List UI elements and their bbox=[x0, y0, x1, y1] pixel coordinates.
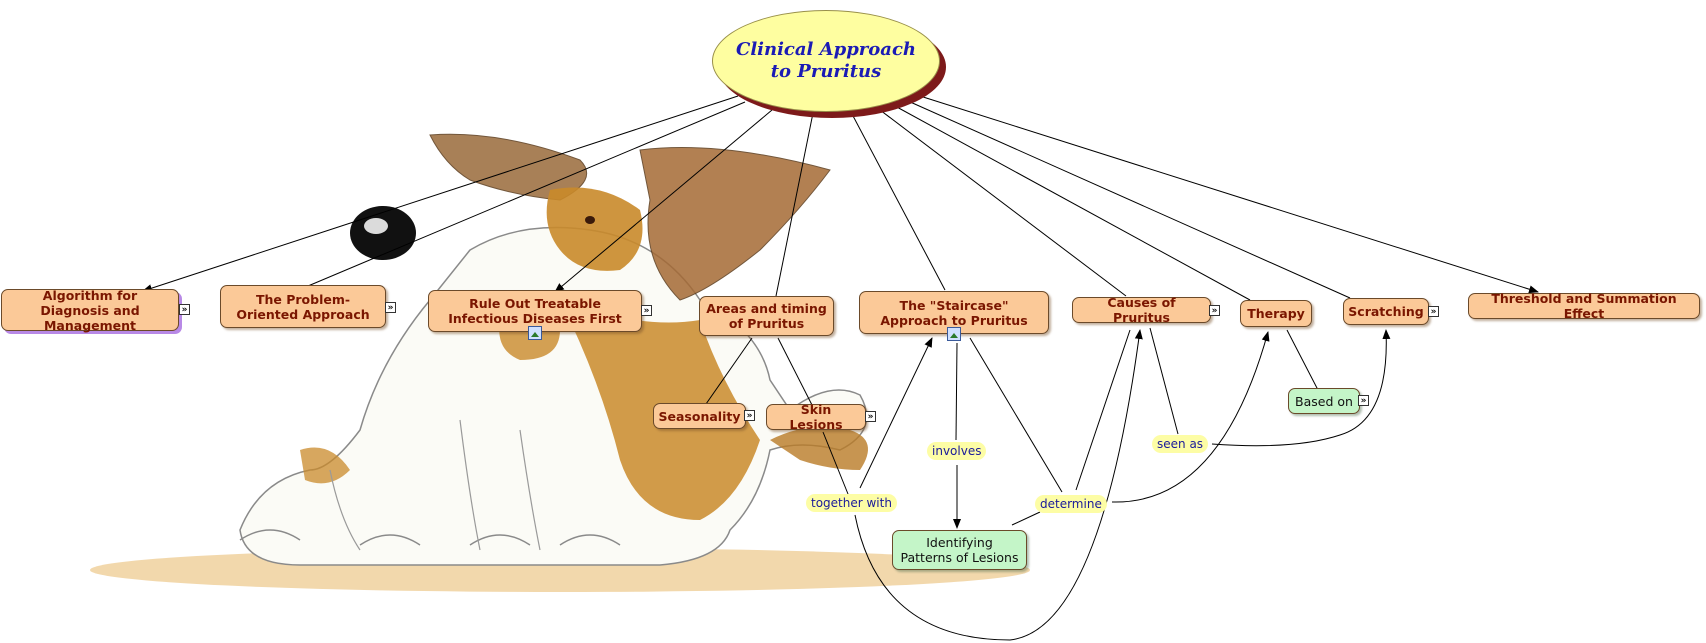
link-determine-therapy bbox=[1111, 331, 1270, 503]
link-title-threshold bbox=[919, 95, 1539, 294]
concept-rule-out-label: Rule Out Treatable Infectious Diseases F… bbox=[448, 296, 622, 326]
concept-skin-lesions-label: Skin Lesions bbox=[789, 402, 843, 432]
concept-seasonality-label: Seasonality bbox=[658, 408, 741, 424]
double-chevron-right-icon[interactable]: » bbox=[1209, 305, 1220, 316]
concept-areas-timing-label: Areas and timing of Pruritus bbox=[706, 301, 827, 331]
concept-rule-out[interactable]: Rule Out Treatable Infectious Diseases F… bbox=[428, 290, 642, 332]
concept-therapy-label: Therapy bbox=[1247, 306, 1305, 321]
link-title-causes bbox=[879, 109, 1127, 297]
link-title-algorithm bbox=[142, 95, 739, 292]
link-skinlesions-together bbox=[822, 431, 849, 495]
image-resource-icon[interactable] bbox=[528, 326, 542, 340]
concept-areas-timing[interactable]: Areas and timing of Pruritus bbox=[699, 296, 834, 336]
concept-algorithm-label: Algorithm for Diagnosis and Management bbox=[40, 287, 140, 333]
link-seenas-scratching bbox=[1211, 329, 1391, 447]
link-causes-seenas bbox=[1149, 327, 1179, 435]
link-together-staircase bbox=[859, 337, 933, 489]
concept-threshold-label: Threshold and Summation Effect bbox=[1491, 291, 1677, 321]
link-areas-seasonality bbox=[705, 337, 753, 405]
link-title-therapy bbox=[894, 105, 1251, 301]
concept-algorithm[interactable]: Algorithm for Diagnosis and Management bbox=[1, 287, 179, 333]
concept-skin-lesions[interactable]: Skin Lesions bbox=[766, 402, 866, 432]
concept-scratching-label: Scratching bbox=[1348, 304, 1424, 319]
link-title-rule-out bbox=[554, 109, 773, 293]
double-chevron-right-icon[interactable]: » bbox=[641, 305, 652, 316]
concept-causes-label: Causes of Pruritus bbox=[1107, 295, 1176, 325]
link-areas-skinlesions bbox=[777, 337, 813, 406]
concept-seasonality[interactable]: Seasonality bbox=[653, 403, 746, 429]
concept-staircase-label: The "Staircase" Approach to Pruritus bbox=[880, 297, 1028, 328]
concept-identifying-label: Identifying Patterns of Lesions bbox=[900, 535, 1019, 565]
concept-problem-oriented[interactable]: The Problem-Oriented Approach bbox=[220, 285, 386, 328]
concept-scratching[interactable]: Scratching bbox=[1343, 298, 1429, 325]
link-determine-identifying bbox=[1011, 511, 1041, 526]
double-chevron-right-icon[interactable]: » bbox=[385, 302, 396, 313]
double-chevron-right-icon[interactable]: » bbox=[1428, 306, 1439, 317]
concept-therapy[interactable]: Therapy bbox=[1240, 300, 1312, 327]
link-title-scratching bbox=[907, 100, 1351, 299]
double-chevron-right-icon[interactable]: » bbox=[179, 304, 190, 315]
main-topic-title[interactable]: Clinical Approach to Pruritus bbox=[712, 10, 940, 112]
concept-identifying-patterns[interactable]: Identifying Patterns of Lesions bbox=[892, 530, 1027, 570]
link-label-determine[interactable]: determine bbox=[1035, 495, 1107, 513]
link-therapy-basedon bbox=[1286, 329, 1319, 391]
link-label-together-with[interactable]: together with bbox=[806, 494, 897, 512]
link-determine-causes bbox=[1075, 329, 1131, 491]
link-label-involves[interactable]: involves bbox=[927, 442, 987, 460]
concept-problem-oriented-label: The Problem-Oriented Approach bbox=[236, 291, 370, 322]
double-chevron-right-icon[interactable]: » bbox=[1358, 395, 1369, 406]
concept-threshold[interactable]: Threshold and Summation Effect bbox=[1468, 291, 1700, 321]
image-resource-icon[interactable] bbox=[947, 327, 961, 341]
link-title-areas bbox=[775, 112, 814, 297]
double-chevron-right-icon[interactable]: » bbox=[865, 411, 876, 422]
double-chevron-right-icon[interactable]: » bbox=[744, 410, 755, 421]
link-staircase-involves bbox=[955, 342, 958, 441]
concept-based-on-label: Based on bbox=[1295, 393, 1353, 409]
concept-based-on[interactable]: Based on bbox=[1288, 388, 1360, 414]
concept-causes[interactable]: Causes of Pruritus bbox=[1072, 295, 1211, 325]
link-staircase-determine bbox=[969, 337, 1063, 493]
link-title-problem-oriented bbox=[307, 101, 746, 287]
link-together-causes bbox=[854, 329, 1143, 641]
link-title-staircase bbox=[851, 113, 946, 291]
link-label-seen-as[interactable]: seen as bbox=[1152, 435, 1209, 453]
